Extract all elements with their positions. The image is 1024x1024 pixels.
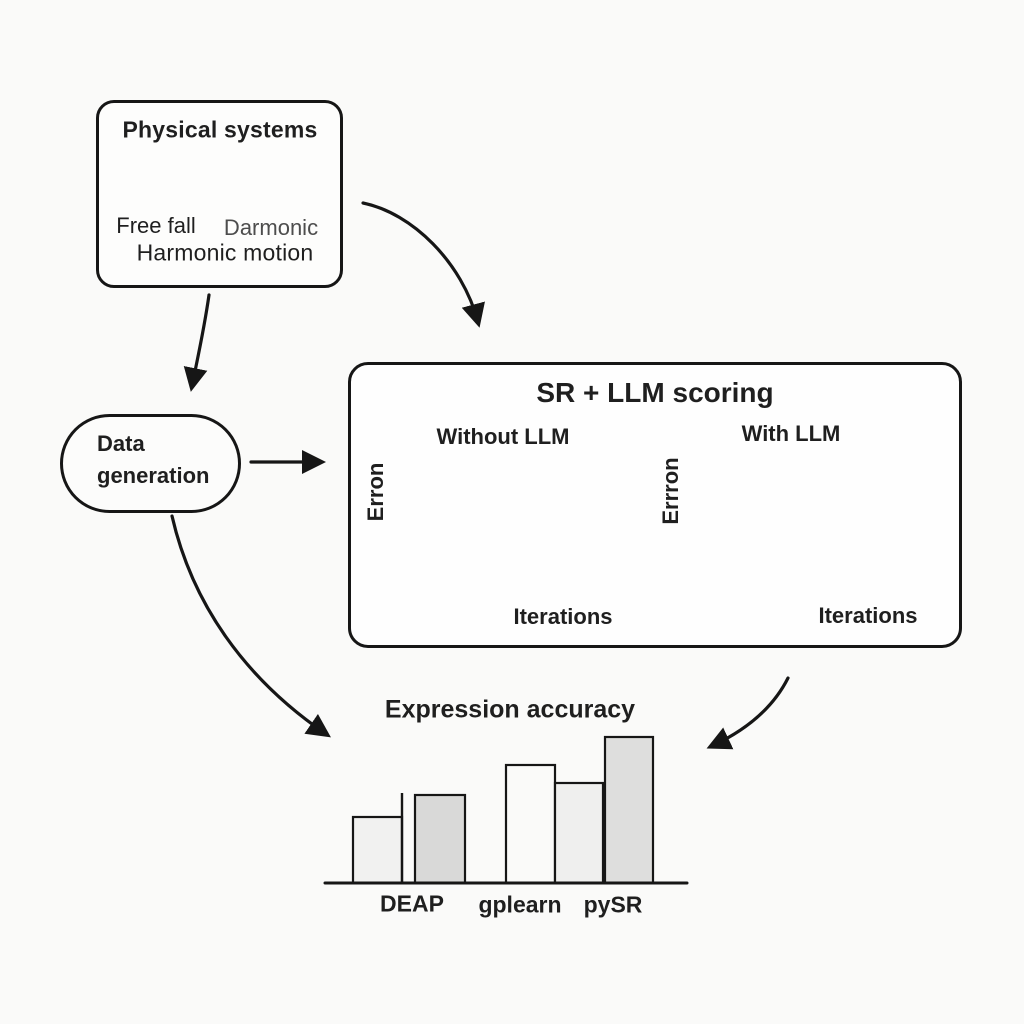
bar-chart bbox=[323, 735, 689, 885]
physical-box-title: Physical systems bbox=[122, 116, 318, 143]
arrow-physical-to-sr bbox=[361, 201, 485, 328]
sr-box-title: SR + LLM scoring bbox=[536, 377, 774, 408]
bar-deap-1 bbox=[413, 793, 467, 885]
arrow-physical-to-data bbox=[183, 293, 211, 392]
bar-pysr-3 bbox=[553, 781, 605, 885]
bar-gplearn-2 bbox=[504, 763, 557, 885]
free-fall-label: Free fall bbox=[116, 213, 196, 238]
xlabel-left: Iterations bbox=[513, 604, 613, 629]
arrow-data-to-bars bbox=[170, 514, 331, 738]
bars-group bbox=[351, 735, 655, 885]
darmonic-label: Darmonic bbox=[223, 215, 319, 240]
ylabel-right: Errron bbox=[658, 457, 683, 525]
arrow-sr-to-bars bbox=[706, 676, 790, 750]
bar-deap-0 bbox=[351, 815, 404, 885]
ylabel-left: Erron bbox=[363, 462, 388, 522]
bar-category-deap: DEAP bbox=[380, 890, 444, 917]
physical-systems-box bbox=[96, 100, 343, 288]
plot-title-without-llm: Without LLM bbox=[436, 424, 570, 449]
bar-category-pysr: pySR bbox=[583, 891, 643, 918]
data-generation-node bbox=[60, 414, 241, 513]
data-generation-label-line1: Data bbox=[97, 431, 145, 456]
xlabel-right: Iterations bbox=[818, 603, 918, 628]
sr-llm-scoring-box bbox=[348, 362, 962, 648]
bar-pysr-4 bbox=[603, 735, 655, 885]
plot-title-with-llm: With LLM bbox=[741, 421, 841, 446]
bar-category-gplearn: gplearn bbox=[478, 891, 562, 918]
bar-chart-title: Expression accuracy bbox=[384, 695, 636, 724]
data-generation-label-line2: generation bbox=[97, 463, 210, 488]
harmonic-motion-label: Harmonic motion bbox=[136, 239, 314, 266]
